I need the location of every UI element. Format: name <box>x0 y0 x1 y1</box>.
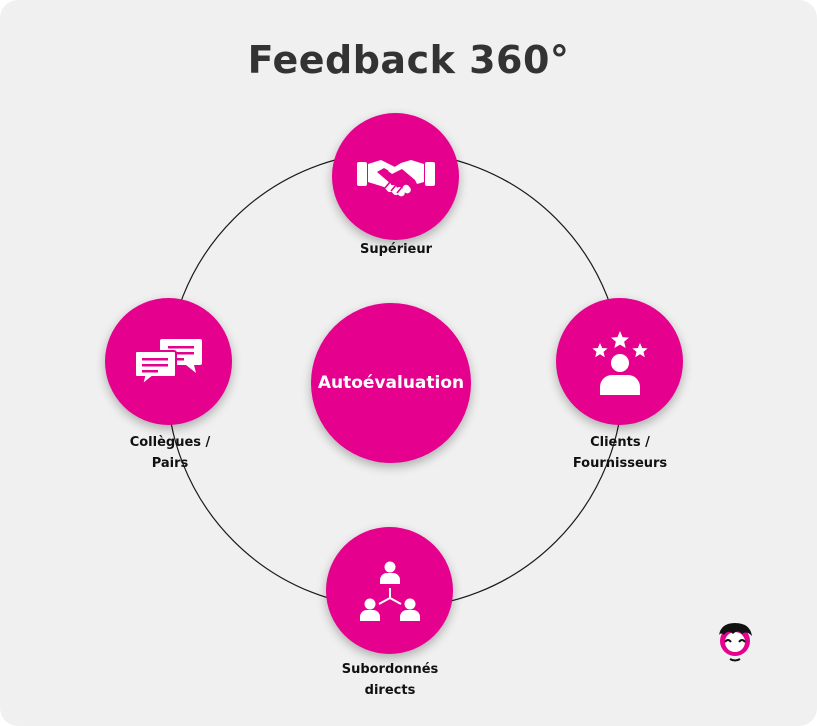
node-superieur <box>332 113 459 240</box>
label-collegues-pairs: Collègues / Pairs <box>70 432 270 474</box>
label-line: Pairs <box>151 456 189 471</box>
node-collegues-pairs <box>105 298 232 425</box>
label-clients-fournisseurs: Clients / Fournisseurs <box>520 432 720 474</box>
label-line: directs <box>364 683 416 698</box>
mascot-logo-icon <box>719 623 752 662</box>
node-autoevaluation: Autoévaluation <box>311 303 471 463</box>
label-line: Clients / <box>590 435 650 450</box>
node-subordonnes-directs <box>326 527 453 654</box>
label-line: Subordonnés <box>341 662 439 677</box>
diagram-title: Feedback 360° <box>247 38 570 82</box>
rated-person-icon <box>591 330 648 395</box>
team-hierarchy-icon <box>359 561 420 621</box>
label-line: Collègues / <box>129 435 211 450</box>
label-superieur: Supérieur <box>296 239 496 260</box>
label-subordonnes-directs: Subordonnés directs <box>290 659 490 701</box>
center-label: Autoévaluation <box>317 373 465 393</box>
label-line: Fournisseurs <box>572 456 668 471</box>
node-clients-fournisseurs <box>556 298 683 425</box>
handshake-icon <box>356 159 435 196</box>
chat-bubbles-icon <box>133 338 202 387</box>
label-line: Supérieur <box>359 242 433 257</box>
